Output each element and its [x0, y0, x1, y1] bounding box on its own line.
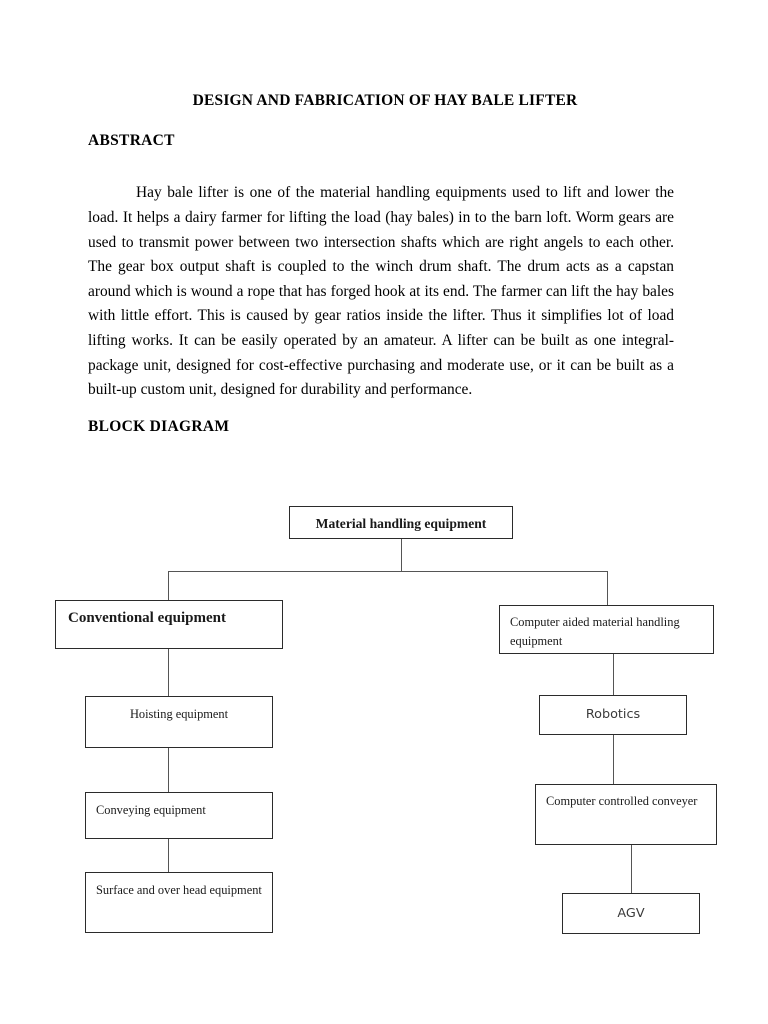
node-label: Robotics [585, 707, 641, 722]
connector-cam-to-robotics [613, 654, 614, 695]
connector-bus-to-left [168, 571, 169, 600]
node-label: Surface and over head equipment [96, 883, 262, 897]
abstract-heading: ABSTRACT [88, 132, 175, 149]
connector-robotics-to-conveyer [613, 735, 614, 784]
connector-hoisting-to-conveying [168, 748, 169, 792]
node-label: Conveying equipment [96, 803, 206, 817]
node-label: AGV [617, 906, 645, 921]
connector-conventional-to-hoisting [168, 649, 169, 696]
diagram-node-robotics: Robotics [539, 695, 687, 735]
diagram-node-conventional-equipment: Conventional equipment [55, 600, 283, 649]
connector-conveying-to-surface [168, 839, 169, 872]
block-diagram-heading: BLOCK DIAGRAM [88, 418, 230, 435]
connector-conveyer-to-agv [631, 845, 632, 893]
abstract-paragraph: Hay bale lifter is one of the material h… [88, 184, 674, 399]
connector-root-stem [401, 539, 402, 571]
page-title: DESIGN AND FABRICATION OF HAY BALE LIFTE… [192, 92, 578, 109]
diagram-node-conveying-equipment: Conveying equipment [85, 792, 273, 839]
node-label: Computer controlled conveyer [546, 794, 698, 808]
diagram-node-agv: AGV [562, 893, 700, 934]
node-label: Hoisting equipment [129, 707, 229, 721]
connector-bus-to-right [607, 571, 608, 605]
diagram-node-computer-controlled-conveyer: Computer controlled conveyer [535, 784, 717, 845]
node-label: Material handling equipment [315, 516, 487, 531]
node-label: Computer aided material handling equipme… [510, 615, 680, 648]
diagram-node-material-handling-equipment: Material handling equipment [289, 506, 513, 539]
connector-horizontal-bus [168, 571, 608, 572]
diagram-node-hoisting-equipment: Hoisting equipment [85, 696, 273, 748]
diagram-node-surface-and-over-head-equipment: Surface and over head equipment [85, 872, 273, 933]
diagram-node-computer-aided-material-handling-equipment: Computer aided material handling equipme… [499, 605, 714, 654]
node-label: Conventional equipment [68, 610, 226, 626]
